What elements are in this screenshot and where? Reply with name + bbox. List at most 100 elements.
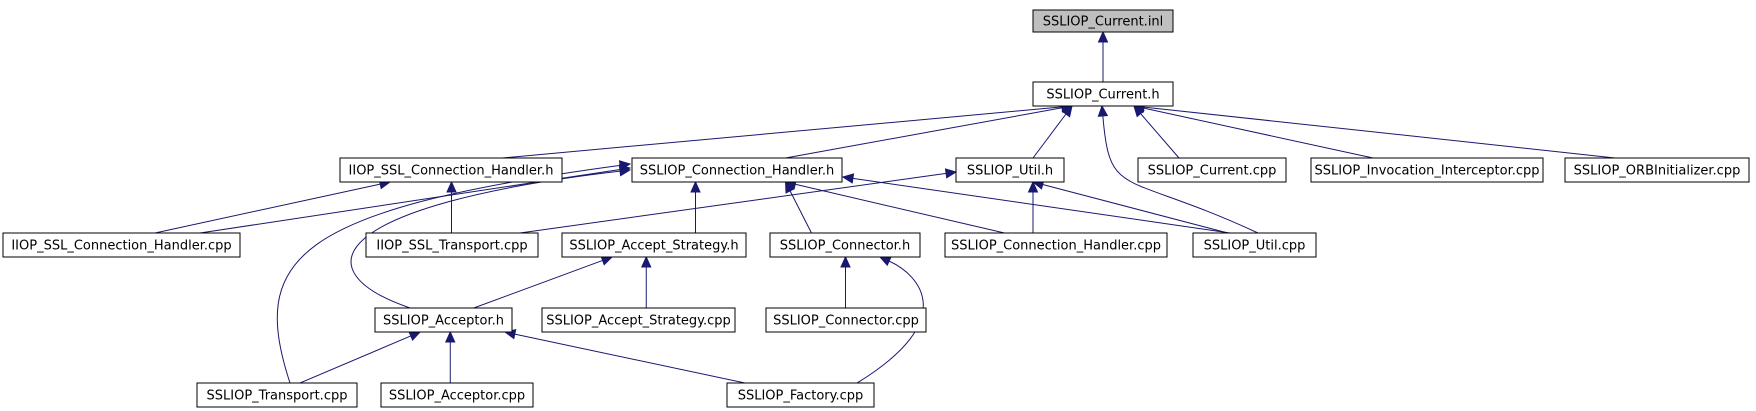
node-current-inl[interactable]: SSLIOP_Current.inl: [1032, 9, 1174, 33]
edge-line: [502, 106, 1063, 159]
node-connector-cpp[interactable]: SSLIOP_Connector.cpp: [765, 307, 927, 333]
node-box[interactable]: [1137, 157, 1287, 183]
arrow-head-icon: [690, 180, 701, 193]
node-label: SSLIOP_Accept_Strategy.h: [569, 239, 738, 254]
edge-current_h-to-current_inl: [1097, 30, 1109, 82]
node-box[interactable]: [765, 307, 927, 333]
node-label: SSLIOP_Acceptor.h: [383, 314, 504, 329]
node-label: SSLIOP_Util.cpp: [1204, 239, 1306, 254]
node-box[interactable]: [1032, 9, 1174, 33]
edge-factory_cpp-to-acceptor_h: [503, 329, 746, 384]
node-ssliop-conn-h[interactable]: SSLIOP_Connection_Handler.h: [631, 157, 843, 183]
edge-line: [856, 260, 924, 384]
node-label: SSLIOP_Current.inl: [1043, 15, 1164, 30]
edge-transport_cpp-to-acceptor_h: [299, 331, 422, 384]
node-accept-strategy-h[interactable]: SSLIOP_Accept_Strategy.h: [561, 232, 747, 258]
node-box[interactable]: [1310, 157, 1544, 183]
node-box[interactable]: [944, 232, 1168, 258]
node-box[interactable]: [1564, 157, 1750, 183]
node-iiop-ssl-transport-cpp[interactable]: IIOP_SSL_Transport.cpp: [365, 232, 539, 258]
node-box[interactable]: [196, 382, 358, 408]
edge-line: [473, 259, 603, 309]
node-util-cpp[interactable]: SSLIOP_Util.cpp: [1192, 232, 1317, 258]
node-ssliop-conn-cpp[interactable]: SSLIOP_Connection_Handler.cpp: [944, 232, 1168, 258]
edge-line: [299, 335, 411, 384]
edge-connector_cpp-to-connector_h: [840, 255, 851, 308]
node-box[interactable]: [1192, 232, 1317, 258]
node-util-h[interactable]: SSLIOP_Util.h: [955, 157, 1065, 183]
node-box[interactable]: [339, 157, 563, 183]
edge-transport_cpp-to-ssliop_conn_h: [276, 160, 632, 384]
edge-util_cpp-to-util_h: [1031, 179, 1228, 234]
arrow-head-icon: [841, 173, 855, 184]
node-iiop-ssl-conn-h[interactable]: IIOP_SSL_Connection_Handler.h: [339, 157, 563, 183]
node-label: SSLIOP_Factory.cpp: [738, 389, 864, 404]
node-label: SSLIOP_Transport.cpp: [207, 389, 348, 404]
edge-acceptor_h-to-accept_strategy_h: [473, 255, 614, 309]
edge-iiop_ssl_transport_cpp-to-util_h: [519, 168, 958, 234]
node-transport-cpp[interactable]: SSLIOP_Transport.cpp: [196, 382, 358, 408]
arrow-head-icon: [640, 255, 652, 268]
edge-line: [795, 183, 1005, 234]
node-connector-h[interactable]: SSLIOP_Connector.h: [769, 232, 921, 258]
edge-connector_h-to-ssliop_conn_h: [784, 180, 812, 234]
edge-acceptor_cpp-to-acceptor_h: [444, 330, 456, 383]
arrow-head-icon: [878, 256, 892, 267]
node-label: SSLIOP_Util.h: [967, 164, 1053, 179]
node-current-cpp[interactable]: SSLIOP_Current.cpp: [1137, 157, 1287, 183]
node-box[interactable]: [769, 232, 921, 258]
edge-orbinit_cpp-to-current_h: [1132, 101, 1616, 159]
edge-line: [1143, 107, 1374, 159]
node-orbinit-cpp[interactable]: SSLIOP_ORBInitializer.cpp: [1564, 157, 1750, 183]
edge-ssliop_conn_cpp-to-util_h: [1027, 180, 1039, 233]
node-box[interactable]: [955, 157, 1065, 183]
edge-ssliop_conn_cpp-to-ssliop_conn_h: [784, 179, 1005, 234]
arrow-head-icon: [840, 255, 851, 268]
arrow-head-icon: [408, 331, 422, 341]
node-label: SSLIOP_Connector.h: [780, 239, 910, 254]
edge-iiop_ssl_conn_cpp-to-iiop_ssl_conn_h: [154, 179, 392, 234]
node-invocation-cpp[interactable]: SSLIOP_Invocation_Interceptor.cpp: [1310, 157, 1544, 183]
node-label: SSLIOP_ORBInitializer.cpp: [1574, 164, 1741, 179]
arrow-head-icon: [1027, 180, 1039, 193]
node-box[interactable]: [541, 307, 736, 333]
node-label: SSLIOP_Invocation_Interceptor.cpp: [1315, 164, 1540, 179]
edge-util_cpp-to-current_h: [1097, 104, 1259, 234]
node-accept-strategy-cpp[interactable]: SSLIOP_Accept_Strategy.cpp: [541, 307, 736, 333]
edge-line: [350, 170, 621, 309]
node-box[interactable]: [380, 382, 534, 408]
node-box[interactable]: [1032, 81, 1174, 107]
edge-line: [514, 333, 746, 384]
node-box[interactable]: [561, 232, 747, 258]
arrow-head-icon: [1097, 104, 1109, 117]
node-box[interactable]: [374, 307, 513, 333]
node-label: IIOP_SSL_Transport.cpp: [376, 239, 527, 254]
node-current-h[interactable]: SSLIOP_Current.h: [1032, 81, 1174, 107]
node-label: IIOP_SSL_Connection_Handler.cpp: [11, 239, 231, 254]
edges-layer: [154, 30, 1616, 384]
edge-iiop_ssl_transport_cpp-to-iiop_ssl_conn_h: [446, 180, 457, 233]
edge-accept_strategy_h-to-ssliop_conn_h: [690, 180, 701, 233]
arrow-head-icon: [618, 160, 632, 171]
edge-util_h-to-current_h: [1032, 105, 1073, 159]
node-label: SSLIOP_Connector.cpp: [773, 314, 919, 329]
node-box[interactable]: [726, 382, 875, 408]
edge-ssliop_conn_h-to-current_h: [785, 102, 1074, 159]
node-box[interactable]: [2, 232, 241, 258]
node-label: SSLIOP_Accept_Strategy.cpp: [546, 314, 731, 329]
node-label: SSLIOP_Current.h: [1046, 88, 1159, 103]
edge-util_cpp-to-ssliop_conn_h: [841, 173, 1231, 234]
edge-line: [154, 183, 381, 234]
node-factory-cpp[interactable]: SSLIOP_Factory.cpp: [726, 382, 875, 408]
edge-line: [785, 107, 1063, 159]
arrow-head-icon: [944, 168, 958, 179]
node-acceptor-h[interactable]: SSLIOP_Acceptor.h: [374, 307, 513, 333]
edge-line: [519, 172, 947, 234]
node-box[interactable]: [631, 157, 843, 183]
arrow-head-icon: [600, 255, 614, 266]
edge-line: [1102, 115, 1259, 234]
node-iiop-ssl-conn-cpp[interactable]: IIOP_SSL_Connection_Handler.cpp: [2, 232, 241, 258]
node-box[interactable]: [365, 232, 539, 258]
node-acceptor-cpp[interactable]: SSLIOP_Acceptor.cpp: [380, 382, 534, 408]
edge-line: [1032, 113, 1067, 159]
